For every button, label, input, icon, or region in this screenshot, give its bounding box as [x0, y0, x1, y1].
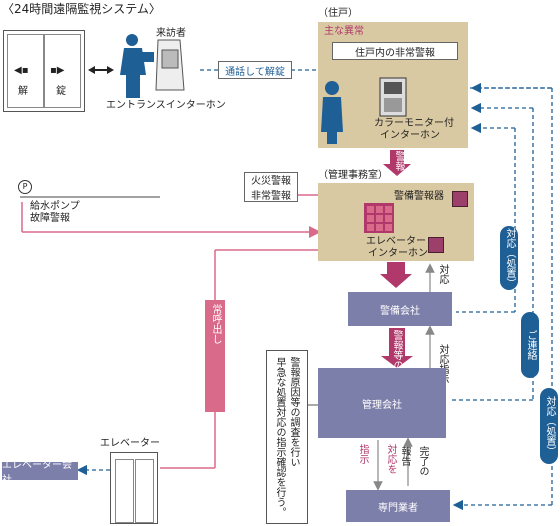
instruction-label: 指示	[357, 444, 368, 464]
security-alarm-icon	[452, 191, 468, 207]
pump-alarm-label-2: 故障警報	[30, 213, 70, 224]
residence-panel: 主な異常 住戸内の非常警報 カラーモニター付 インターホン	[318, 22, 468, 148]
specialist-box: 専門業者	[346, 490, 450, 522]
call-unlock-badge: 通話して解錠	[218, 61, 292, 79]
door-open-label: 解	[18, 86, 28, 97]
elevator-icon	[110, 452, 158, 524]
alarm-arrow-label: 警報	[393, 151, 404, 171]
response-instruction-label: 対応指示	[437, 344, 448, 384]
color-monitor-label-1: カラーモニター付	[374, 118, 454, 129]
elevator-intercom-label-2: インターホン	[368, 248, 428, 259]
elevator-intercom-grid-icon	[364, 203, 394, 233]
elevator-label: エレベーター	[100, 438, 160, 449]
fire-alarm-label: 火災警報	[251, 176, 291, 187]
intercom-alarm-call-label: インターホンによる異常呼出し	[210, 304, 233, 404]
contact-pill: ご連絡	[521, 312, 539, 378]
note-line-1: 警報原因等の調査を行い	[288, 357, 299, 467]
elevator-intercom-label-1: エレベーター	[366, 236, 426, 247]
elevator-intercom-icon	[428, 237, 444, 253]
management-company-box: 管理会社	[318, 368, 446, 438]
fire-alarm-box: 火災警報 非常警報	[244, 172, 298, 202]
report-label: 報告	[399, 446, 410, 466]
security-alarm-label: 警備警報器	[394, 191, 444, 202]
office-label: （管理事務室）	[318, 170, 388, 181]
note-line-2: 早急な処置対応の指示確認を行う。	[274, 357, 285, 517]
office-panel: 警備警報器 エレベーター インターホン	[318, 183, 474, 261]
intercom-alarm-call-badge: インターホンによる異常呼出し	[205, 300, 233, 412]
note-box: 警報原因等の調査を行い 早急な処置対応の指示確認を行う。	[266, 350, 308, 524]
completion-label: 完了の	[417, 446, 428, 476]
response-handling-pill-2: 対応（処置）	[540, 388, 558, 464]
alarm-contact-label: 警報等の連絡	[391, 330, 402, 390]
color-monitor-label-2: インターホン	[380, 130, 440, 141]
main-issues-label: 主な異常	[324, 26, 364, 37]
door-lock-label: 錠	[56, 86, 66, 97]
door-arrow-left-icon: ◀▪	[14, 65, 29, 76]
door: ◀▪ ▪▶ 解 錠	[3, 30, 85, 112]
pump-alarm-label-1: 給水ポンプ	[30, 201, 80, 212]
respond-label: 対応を	[385, 444, 396, 474]
emergency-alarm-label: 非常警報	[251, 191, 291, 202]
elevator-company-box: エレベーター会社	[2, 460, 78, 486]
pump-icon: P	[18, 180, 32, 194]
response-handling-pill: 対応（処置）	[500, 226, 518, 290]
door-arrow-right-icon: ▪▶	[50, 65, 65, 76]
residence-alarm-box: 住戸内の非常警報	[332, 42, 458, 60]
visitor-label: 来訪者	[156, 28, 186, 39]
page-title: 〈24時間遠隔監視システム〉	[2, 2, 161, 16]
residence-label: （住戸）	[318, 8, 358, 19]
entrance-intercom-label: エントランスインターホン	[106, 100, 226, 111]
security-company-box: 警備会社	[348, 292, 452, 326]
response-label: 対応	[437, 264, 448, 284]
resident-figure-icon	[321, 77, 407, 144]
